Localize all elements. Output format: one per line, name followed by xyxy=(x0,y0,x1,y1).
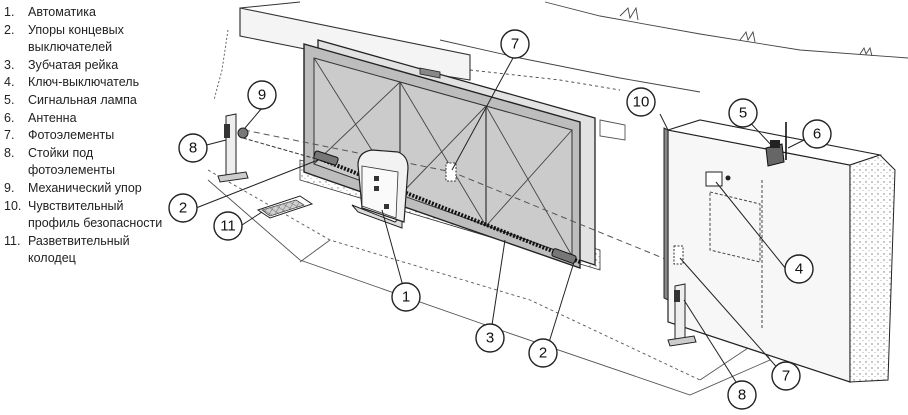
legend-item-2: 2. Упоры концевых выключателей xyxy=(4,22,162,57)
legend-item-10: 10. Чувствительный профиль безопасности xyxy=(4,198,162,233)
legend-number: 5. xyxy=(4,92,15,107)
mechanical-stop xyxy=(237,127,321,161)
callout-10: 10 xyxy=(626,87,656,117)
callout-7-top: 7 xyxy=(500,29,530,59)
key-switch xyxy=(705,171,731,187)
callout-3: 3 xyxy=(475,323,505,353)
legend-number: 3. xyxy=(4,57,15,72)
callout-number: 4 xyxy=(795,261,803,278)
junction-box xyxy=(256,195,314,219)
safety-edge-profile xyxy=(663,127,669,301)
photocell-on-gate xyxy=(445,162,457,182)
legend-number: 6. xyxy=(4,110,15,125)
legend-number: 4. xyxy=(4,75,15,90)
limit-switch-stop-right xyxy=(551,248,577,264)
legend-item-11: 11. Разветвительный колодец xyxy=(4,233,162,268)
terrain-lines xyxy=(439,1,908,93)
legend-text: Стойки под xyxy=(28,145,94,160)
legend-item-4: 4. Ключ-выключатель xyxy=(4,74,162,92)
callout-6: 6 xyxy=(802,119,832,149)
photocell-post-left xyxy=(217,113,249,183)
signal-lamp xyxy=(765,140,785,167)
callout-11: 11 xyxy=(213,211,243,241)
callout-4: 4 xyxy=(784,254,814,284)
leader-lines xyxy=(194,57,813,394)
legend-number: 11. xyxy=(4,233,21,248)
callout-5: 5 xyxy=(728,98,758,128)
legend-text: Зубчатая рейка xyxy=(28,57,119,72)
legend-text: Разветвительный xyxy=(28,233,130,248)
callout-number: 3 xyxy=(486,330,494,347)
legend-text: колодец xyxy=(28,251,76,266)
legend-item-1: 1. Автоматика xyxy=(4,4,162,22)
limit-switch-stop-left xyxy=(313,150,339,166)
gate-motor-unit xyxy=(351,149,409,229)
legend-text: Автоматика xyxy=(28,5,96,19)
callout-number: 7 xyxy=(511,36,519,53)
sliding-gate-panel xyxy=(303,39,596,269)
callout-number: 10 xyxy=(633,94,650,111)
legend-text: Чувствительный xyxy=(28,198,124,213)
callout-8-right: 8 xyxy=(727,380,757,410)
callout-number: 11 xyxy=(220,218,236,235)
callout-7-bottom: 7 xyxy=(771,361,801,391)
callout-number: 7 xyxy=(782,368,790,385)
legend-item-8: 8. Стойки под фотоэлементы xyxy=(4,145,162,180)
callout-number: 8 xyxy=(738,387,746,404)
legend-item-5: 5. Сигнальная лампа xyxy=(4,92,162,110)
legend-text: выключателей xyxy=(28,40,113,55)
legend-text: Сигнальная лампа xyxy=(28,92,137,107)
legend-number: 7. xyxy=(4,128,15,143)
callout-number: 5 xyxy=(739,105,747,122)
component-legend: 1. Автоматика 2. Упоры концевых выключателе… xyxy=(4,4,162,268)
photocell-post-right xyxy=(667,283,697,347)
callout-2-right: 2 xyxy=(528,338,558,368)
callout-number: 1 xyxy=(402,289,410,306)
legend-text: Механический упор xyxy=(28,180,142,195)
callout-number: 6 xyxy=(813,126,821,143)
legend-number: 10. xyxy=(4,198,22,213)
legend-item-6: 6. Антенна xyxy=(4,110,162,128)
legend-item-3: 3. Зубчатая рейка xyxy=(4,57,162,75)
legend-text: фотоэлементы xyxy=(28,163,116,178)
legend-number: 2. xyxy=(4,22,15,37)
callout-8-left: 8 xyxy=(178,133,208,163)
legend-text: Ключ-выключатель xyxy=(28,75,140,90)
callout-number: 2 xyxy=(539,345,547,362)
legend-number: 9. xyxy=(4,180,15,195)
legend-text: Упоры концевых xyxy=(28,22,124,37)
callout-number: 2 xyxy=(179,200,187,217)
legend-number: 8. xyxy=(4,145,15,160)
photocell-on-wall xyxy=(673,245,684,265)
right-wall xyxy=(667,119,896,383)
callout-9: 9 xyxy=(247,80,277,110)
legend-text: Антенна xyxy=(28,110,77,125)
callout-number: 9 xyxy=(258,87,266,104)
callout-2-left: 2 xyxy=(168,193,198,223)
callout-1: 1 xyxy=(391,282,421,312)
legend-text: Фотоэлементы xyxy=(28,128,115,143)
callout-number: 8 xyxy=(189,140,197,157)
legend-item-9: 9. Механический упор xyxy=(4,180,162,198)
legend-item-7: 7. Фотоэлементы xyxy=(4,127,162,145)
legend-number: 1. xyxy=(4,5,15,19)
legend-text: профиль безопасности xyxy=(28,216,163,231)
